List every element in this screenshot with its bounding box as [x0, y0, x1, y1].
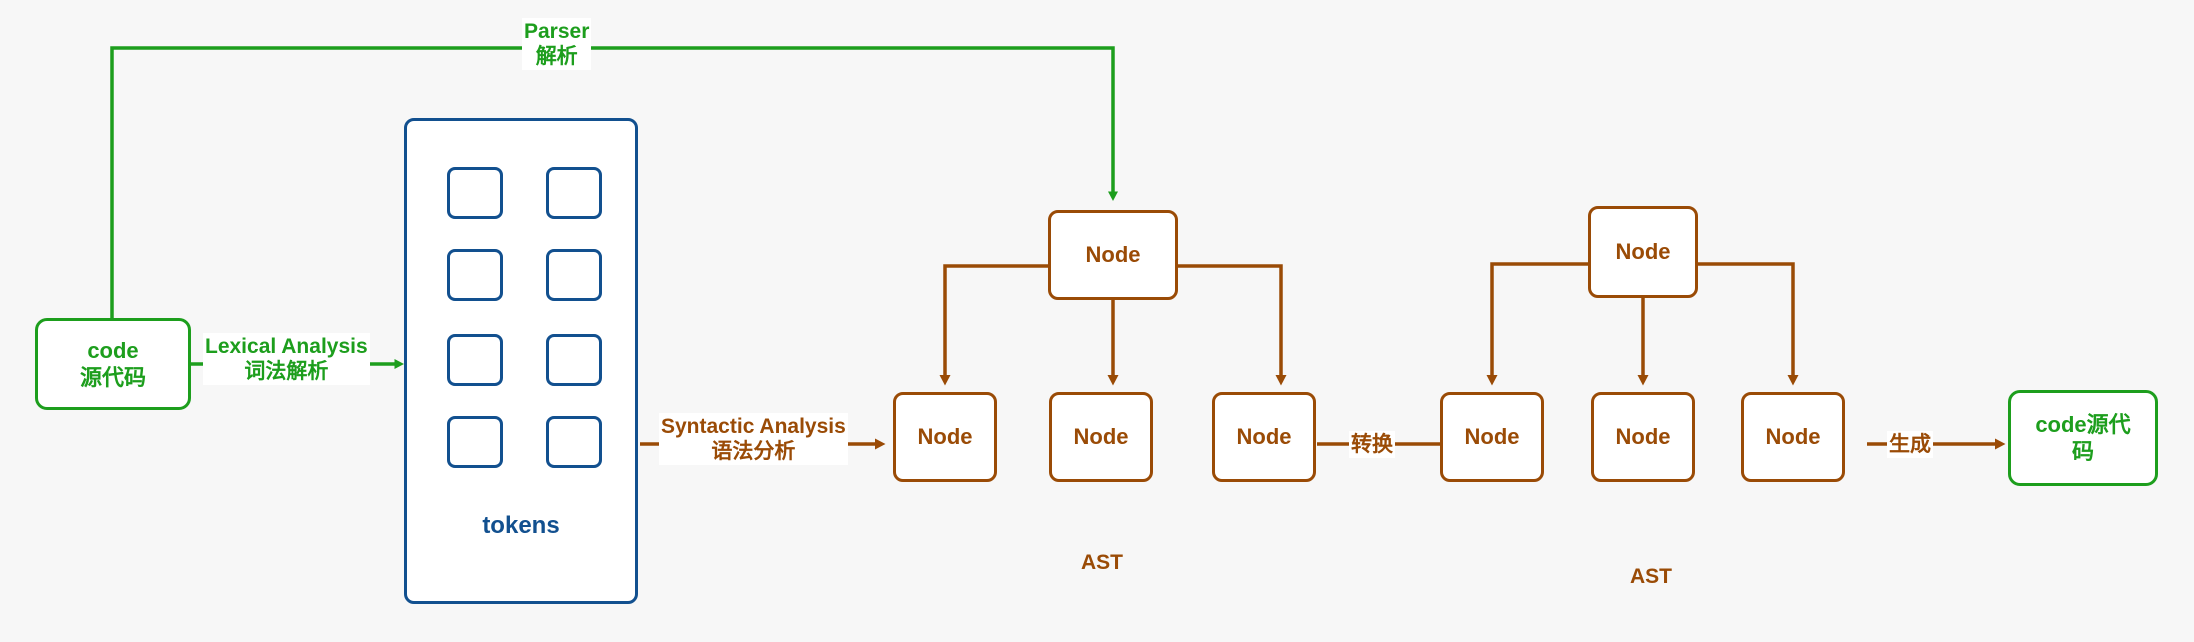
- source-code-box[interactable]: code 源代码: [35, 318, 191, 410]
- node-label: Node: [1615, 424, 1671, 450]
- node-label: Node: [1464, 424, 1520, 450]
- transform-label-text: 转换: [1351, 433, 1393, 456]
- token-cell[interactable]: [447, 416, 503, 468]
- token-cell[interactable]: [447, 167, 503, 219]
- lexical-label-line-2: 词法解析: [244, 360, 329, 384]
- parser-label-line-1: Parser: [524, 20, 590, 43]
- token-cell[interactable]: [447, 334, 503, 386]
- lexical-analysis-edge-label: Lexical Analysis 词法解析: [203, 333, 370, 386]
- generate-label-text: 生成: [1889, 433, 1931, 456]
- source-code-line-2: 源代码: [79, 365, 146, 390]
- node-label: Node: [1085, 242, 1141, 268]
- source-code-line-1: code: [87, 337, 139, 363]
- syntactic-analysis-edge-label: Syntactic Analysis 语法分析: [659, 413, 848, 466]
- generate-edge-label: 生成: [1887, 431, 1933, 459]
- tokens-box[interactable]: tokens: [404, 118, 638, 604]
- output-code-text: code源代码: [2035, 411, 2131, 465]
- ast1-child-node-1[interactable]: Node: [893, 392, 997, 482]
- ast2-child-node-1[interactable]: Node: [1440, 392, 1544, 482]
- output-code-box[interactable]: code源代码: [2008, 390, 2158, 486]
- ast1-root-node[interactable]: Node: [1048, 210, 1178, 300]
- syntactic-label-line-1: Syntactic Analysis: [661, 415, 846, 438]
- token-cell[interactable]: [546, 334, 602, 386]
- syntactic-label-line-2: 语法分析: [711, 440, 796, 464]
- node-label: Node: [1236, 424, 1292, 450]
- transform-edge-label: 转换: [1349, 431, 1395, 459]
- tokens-label: tokens: [482, 512, 560, 539]
- ast2-root-node[interactable]: Node: [1588, 206, 1698, 298]
- token-cell[interactable]: [546, 416, 602, 468]
- node-label: Node: [1073, 424, 1129, 450]
- node-label: Node: [1765, 424, 1821, 450]
- parser-label-line-2: 解析: [535, 45, 578, 69]
- ast1-child-node-2[interactable]: Node: [1049, 392, 1153, 482]
- ast2-caption: AST: [1630, 565, 1672, 588]
- token-cell[interactable]: [546, 249, 602, 301]
- lexical-label-line-1: Lexical Analysis: [205, 335, 368, 358]
- source-code-text: code 源代码: [80, 337, 146, 392]
- ast1-child-node-3[interactable]: Node: [1212, 392, 1316, 482]
- token-cell[interactable]: [447, 249, 503, 301]
- ast2-child-node-3[interactable]: Node: [1741, 392, 1845, 482]
- token-cell[interactable]: [546, 167, 602, 219]
- node-label: Node: [1615, 239, 1671, 265]
- node-label: Node: [917, 424, 973, 450]
- parser-edge-label: Parser 解析: [522, 18, 592, 71]
- ast1-caption: AST: [1081, 551, 1123, 574]
- ast2-child-node-2[interactable]: Node: [1591, 392, 1695, 482]
